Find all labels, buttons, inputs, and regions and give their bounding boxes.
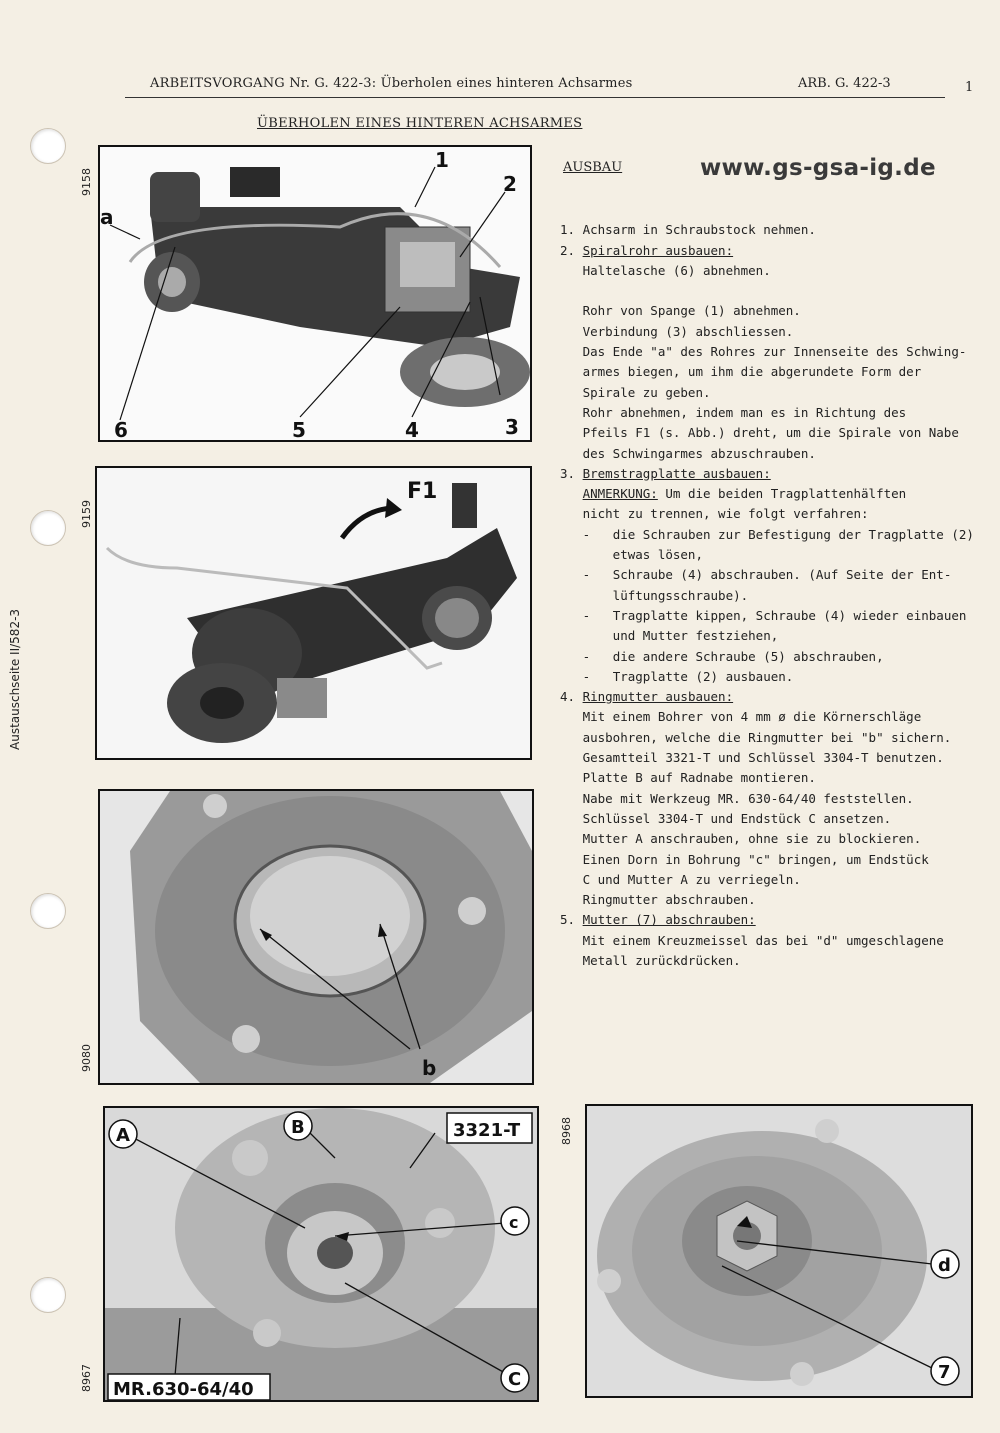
step-5-num: 5. [560, 912, 576, 928]
photo-arm-rotation: F1 [95, 466, 532, 760]
label-4: 4 [405, 418, 419, 440]
step-4-line: Einen Dorn in Bohrung "c" bringen, um En… [582, 851, 929, 867]
step-4-num: 4. [560, 689, 576, 705]
label-3321-t: 3321-T [453, 1120, 521, 1141]
step-2-num: 2. [560, 242, 576, 258]
side-label: Austauschseite II/582-3 [8, 608, 22, 750]
header-code: ARB. G. 422-3 [798, 76, 891, 91]
punch-hole-3 [30, 893, 66, 929]
step-5-line: Metall zurückdrücken. [582, 952, 741, 968]
step-3-num: 3. [560, 465, 576, 481]
bullet-3: Tragplatte kippen, Schraube (4) wieder e… [612, 607, 967, 644]
label-1: 1 [435, 148, 449, 172]
step-4-line: Mit einem Bohrer von 4 mm ø die Körnersc… [582, 709, 922, 725]
page-number: 1 [965, 80, 974, 95]
step-2-line: Das Ende "a" des Rohres zur Innenseite d… [582, 344, 967, 360]
photo-number-4: 8967 [80, 1364, 93, 1392]
step-4-title: Ringmutter ausbauen: [582, 689, 734, 705]
label-2: 2 [503, 172, 517, 196]
step-4-line: ausbohren, welche die Ringmutter bei "b"… [582, 729, 952, 745]
step-2-line: des Schwingarmes abzuschrauben. [582, 445, 816, 461]
label-c-hole: c [509, 1213, 518, 1232]
step-1-title: Achsarm in Schraubstock nehmen. [582, 222, 816, 238]
punch-hole-top [30, 128, 66, 164]
label-f1: F1 [407, 479, 437, 504]
step-4-line: Schlüssel 3304-T und Endstück C ansetzen… [582, 810, 892, 826]
photo-number-5: 8968 [560, 1117, 573, 1145]
step-2-title: Spiralrohr ausbauen: [582, 242, 734, 258]
label-5: 5 [292, 418, 306, 440]
label-d: d [938, 1255, 951, 1276]
step-2-line: Verbindung (3) abschliessen. [582, 323, 794, 339]
step-4-line: Nabe mit Werkzeug MR. 630-64/40 feststel… [582, 790, 914, 806]
step-2-line: Spirale zu geben. [582, 384, 711, 400]
instructions: 1. Achsarm in Schraubstock nehmen. 2. Sp… [560, 222, 974, 968]
photo-number-3: 9080 [80, 1044, 93, 1072]
bullet-1: die Schrauben zur Befestigung der Tragpl… [612, 526, 974, 563]
label-mr-tool: MR.630-64/40 [113, 1379, 254, 1400]
punch-hole-bottom [30, 1277, 66, 1313]
header-rule [125, 97, 945, 98]
label-7: 7 [938, 1362, 951, 1383]
label-b: b [422, 1056, 436, 1080]
note-text: Um die beiden Tragplattenhälften [657, 486, 907, 502]
website-watermark: www.gs-gsa-ig.de [700, 155, 936, 181]
photo-ringnut: b [98, 789, 534, 1085]
photo-number-1: 9158 [80, 168, 93, 196]
label-b-plate: B [291, 1117, 305, 1138]
step-4-line: Mutter A anschrauben, ohne sie zu blocki… [582, 831, 922, 847]
label-c-end: C [508, 1369, 521, 1390]
header-title: ARBEITSVORGANG Nr. G. 422-3: Überholen e… [150, 76, 633, 91]
bullet-5: Tragplatte (2) ausbauen. [612, 668, 794, 684]
step-4-line: Platte B auf Radnabe montieren. [582, 770, 816, 786]
photo-number-2: 9159 [80, 500, 93, 528]
step-4-line: Ringmutter abschrauben. [582, 892, 756, 908]
photo-hub-nut: d 7 [585, 1104, 973, 1398]
step-2-line: Rohr abnehmen, indem man es in Richtung … [582, 404, 907, 420]
step-2-line: Pfeils F1 (s. Abb.) dreht, um die Spiral… [582, 425, 959, 441]
label-a: a [100, 205, 114, 229]
step-4-line: C und Mutter A zu verriegeln. [582, 871, 801, 887]
document-title: ÜBERHOLEN EINES HINTEREN ACHSARMES [257, 116, 583, 131]
step-5-line: Mit einem Kreuzmeissel das bei "d" umges… [582, 932, 944, 948]
photo-tool-assembly: A B 3321-T c C MR.630-64/40 [103, 1106, 539, 1402]
step-5-title: Mutter (7) abschrauben: [582, 912, 756, 928]
photo-axle-arm-overview: 1 2 a 6 5 4 3 [98, 145, 532, 442]
section-title: AUSBAU [563, 160, 623, 175]
bullet-4: die andere Schraube (5) abschrauben, [612, 648, 884, 664]
label-6: 6 [114, 418, 128, 440]
label-3: 3 [505, 415, 519, 439]
label-a-tool: A [116, 1125, 130, 1146]
punch-hole-2 [30, 510, 66, 546]
step-2-line: Haltelasche (6) abnehmen. [582, 262, 771, 278]
step-2-line: Rohr von Spange (1) abnehmen. [582, 303, 801, 319]
note-label: ANMERKUNG: [582, 486, 658, 502]
step-2-line: armes biegen, um ihm die abgerundete For… [582, 364, 922, 380]
bullet-2: Schraube (4) abschrauben. (Auf Seite der… [612, 567, 952, 603]
step-3-line: nicht zu trennen, wie folgt verfahren: [582, 506, 869, 522]
step-1-num: 1. [560, 222, 576, 238]
step-3-title: Bremstragplatte ausbauen: [582, 465, 771, 481]
step-4-line: Gesamtteil 3321-T und Schlüssel 3304-T b… [582, 750, 944, 766]
